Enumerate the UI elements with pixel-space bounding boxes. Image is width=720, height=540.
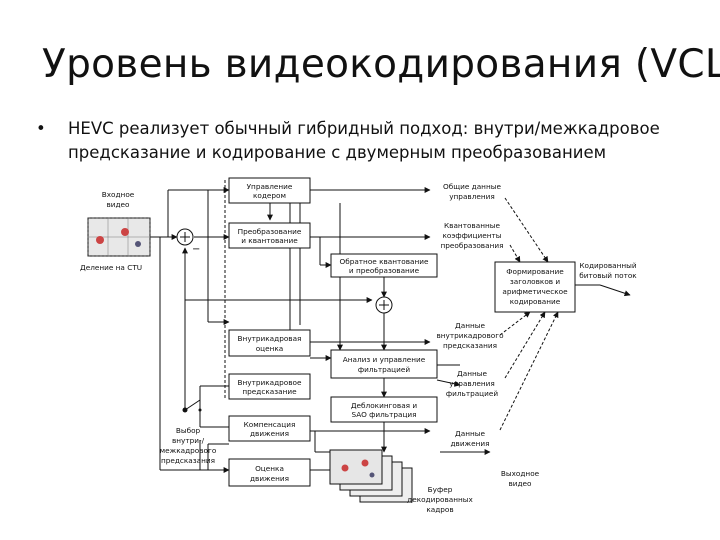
svg-text:Общие данные: Общие данные (443, 182, 501, 191)
svg-text:Буфер: Буфер (428, 485, 453, 494)
svg-text:кадров: кадров (426, 505, 453, 514)
svg-text:Внутрикадровая: Внутрикадровая (238, 334, 302, 343)
decoded-picture-buffer (329, 449, 413, 503)
svg-text:Входное: Входное (102, 190, 135, 199)
svg-text:коэффициенты: коэффициенты (442, 231, 501, 240)
svg-text:Деблокинговая и: Деблокинговая и (351, 401, 418, 410)
svg-text:Данные: Данные (455, 321, 485, 330)
svg-text:и квантование: и квантование (241, 236, 298, 245)
svg-text:движения: движения (450, 439, 489, 448)
svg-text:предсказания: предсказания (443, 341, 497, 350)
svg-text:заголовков и: заголовков и (510, 277, 561, 286)
block-motion-estimation: Оценка движения (228, 458, 311, 487)
reconstruction-adder-node (375, 296, 393, 314)
minus-sign: − (192, 244, 200, 255)
svg-text:арифметическое: арифметическое (502, 287, 568, 296)
block-intra-prediction: Внутрикадровое предсказание (228, 373, 311, 400)
svg-text:битовый поток: битовый поток (579, 271, 637, 280)
block-inverse-transform: Обратное квантование и преобразование (330, 253, 438, 278)
block-encoder-control: Управление кодером (228, 177, 311, 204)
label-input-video: Входное видео (102, 190, 135, 209)
block-entropy-coder: Формирование заголовков и арифметическое… (494, 261, 576, 313)
svg-text:преобразования: преобразования (441, 241, 504, 250)
svg-text:Данные: Данные (455, 429, 485, 438)
label-output-video: Выходное видео (501, 469, 540, 488)
bullet-item: • HEVC реализует обычный гибридный подхо… (36, 117, 706, 165)
svg-text:предсказание: предсказание (242, 387, 297, 396)
label-ctu-split: Деление на CTU (80, 263, 142, 272)
label-coded-bitstream: Кодированный битовый поток (579, 261, 637, 280)
svg-text:движения: движения (250, 474, 289, 483)
label-filter-control-data: Данные управления фильтрацией (446, 369, 498, 398)
svg-text:Анализ и управление: Анализ и управление (343, 355, 426, 364)
svg-text:и преобразование: и преобразование (349, 266, 420, 275)
block-motion-compensation: Компенсация движения (228, 415, 311, 442)
svg-text:Оценка: Оценка (255, 464, 284, 473)
label-decoded-buffer: Буфер декодированных кадров (407, 485, 473, 514)
label-intra-data: Данные внутрикадрового предсказания (436, 321, 504, 350)
svg-text:межкадрового: межкадрового (160, 446, 217, 455)
svg-text:Кодированный: Кодированный (579, 261, 637, 270)
svg-text:внутри-/: внутри-/ (172, 436, 205, 445)
mode-switch (182, 399, 202, 413)
svg-text:Данные: Данные (457, 369, 487, 378)
svg-text:движения: движения (250, 429, 289, 438)
svg-text:оценка: оценка (256, 344, 284, 353)
svg-text:Формирование: Формирование (506, 267, 564, 276)
svg-text:фильтрацией: фильтрацией (358, 365, 410, 374)
svg-text:видео: видео (508, 479, 532, 488)
label-quantized-coefficients: Квантованные коэффициенты преобразования (441, 221, 504, 250)
svg-text:кодирование: кодирование (510, 297, 561, 306)
svg-text:SAO фильтрация: SAO фильтрация (351, 410, 416, 419)
svg-text:видео: видео (106, 200, 130, 209)
svg-text:Компенсация: Компенсация (244, 420, 296, 429)
svg-text:кодером: кодером (253, 191, 286, 200)
block-transform-quant: Преобразование и квантование (228, 222, 311, 249)
svg-text:Выбор: Выбор (176, 426, 201, 435)
adder-node (176, 228, 194, 246)
svg-text:Преобразование: Преобразование (238, 227, 302, 236)
svg-text:управления: управления (449, 379, 495, 388)
svg-text:Управление: Управление (247, 182, 293, 191)
bullet-text: HEVC реализует обычный гибридный подход:… (68, 119, 660, 162)
block-intra-estimation: Внутрикадровая оценка (228, 329, 311, 357)
svg-text:управления: управления (449, 192, 495, 201)
svg-text:Внутрикадровое: Внутрикадровое (238, 378, 303, 387)
label-general-control-data: Общие данные управления (443, 182, 501, 201)
connector-lines (150, 180, 631, 473)
svg-text:фильтрацией: фильтрацией (446, 389, 498, 398)
svg-text:Квантованные: Квантованные (444, 221, 501, 230)
label-motion-data: Данные движения (450, 429, 489, 448)
svg-text:Выходное: Выходное (501, 469, 540, 478)
slide-title: Уровень видеокодирования (VCL) (42, 42, 720, 87)
block-filter-control: Анализ и управление фильтрацией (330, 349, 438, 379)
svg-text:Обратное квантование: Обратное квантование (339, 257, 429, 266)
block-deblocking-sao: Деблокинговая и SAO фильтрация (330, 396, 438, 423)
label-mode-selection: Выбор внутри-/ межкадрового предсказания (160, 426, 217, 465)
bullet-marker: • (36, 119, 46, 138)
svg-text:декодированных: декодированных (407, 495, 473, 504)
svg-text:предсказания: предсказания (161, 456, 215, 465)
input-video-frame (87, 217, 151, 257)
svg-text:внутрикадрового: внутрикадрового (436, 331, 504, 340)
